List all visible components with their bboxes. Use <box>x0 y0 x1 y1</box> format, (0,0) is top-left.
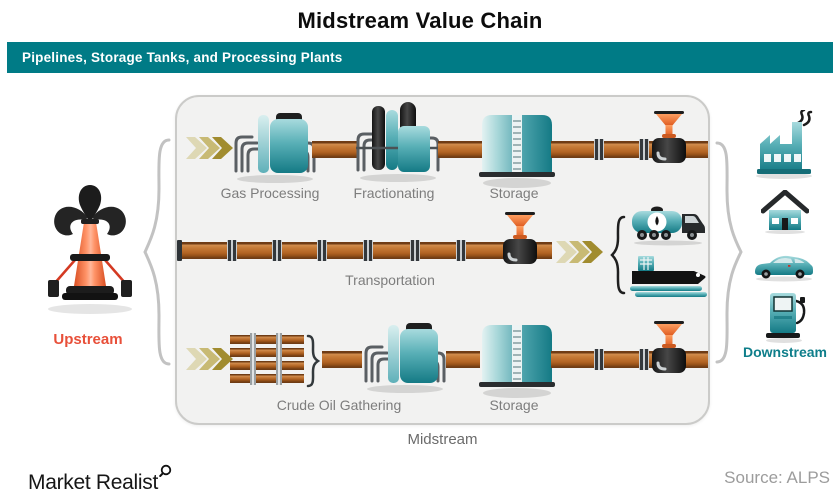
brace-right-icon <box>715 141 743 364</box>
pipe-joint <box>639 349 649 370</box>
brace-left-small-icon <box>610 215 626 295</box>
pipe-thin <box>230 372 304 385</box>
oil-gusher-icon <box>48 185 132 314</box>
upstream-label: Upstream <box>53 331 123 348</box>
banner-text: Pipelines, Storage Tanks, and Processing… <box>22 50 343 65</box>
pipe-thin <box>230 333 304 346</box>
pipe-joint <box>594 139 604 160</box>
brace-left-icon <box>143 138 171 366</box>
pipe-joint <box>363 240 373 261</box>
pipeline-valve-icon <box>503 212 537 264</box>
pipe-thin <box>230 346 304 359</box>
fractionating-label: Fractionating <box>353 185 435 201</box>
storage-tank-icon <box>479 325 555 398</box>
brand-logo: Market Realist <box>28 464 174 495</box>
pipe-joint <box>639 139 649 160</box>
pipe-thin <box>230 359 304 372</box>
processing-plant-icon <box>364 323 446 393</box>
crude-oil-gathering-label: Crude Oil Gathering <box>276 397 402 413</box>
brace-right-small-icon <box>306 334 321 388</box>
gas-processing-plant-icon <box>234 113 316 183</box>
tanker-truck-icon <box>632 206 705 246</box>
pipeline-icon <box>322 351 362 368</box>
pipeline-valve-icon <box>652 321 686 373</box>
pipeline-icon <box>438 141 482 158</box>
pipe-joint <box>410 240 420 261</box>
page-title: Midstream Value Chain <box>297 8 543 33</box>
gas-processing-label: Gas Processing <box>220 185 320 201</box>
flow-arrows-icon <box>186 137 233 159</box>
gathering-pipelines-icon <box>230 333 304 385</box>
gas-pump-icon <box>766 293 806 343</box>
pipe-joint <box>594 349 604 370</box>
pipeline-icon <box>312 141 358 158</box>
source-credit: Source: ALPS <box>724 468 830 487</box>
storage-label: Storage <box>489 397 539 413</box>
midstream-label: Midstream <box>407 431 478 448</box>
transportation-label: Transportation <box>345 272 435 288</box>
brand-text: Market Realist <box>28 471 159 494</box>
storage-tank-icon <box>479 115 555 188</box>
cargo-ship-icon <box>630 256 707 297</box>
factory-icon <box>756 110 813 179</box>
pipeline-icon <box>177 240 552 261</box>
pipe-endcap <box>177 240 182 261</box>
storage-label: Storage <box>489 185 539 201</box>
house-icon <box>761 190 809 234</box>
pipe-joint <box>456 240 466 261</box>
pipeline-valve-icon <box>652 111 686 163</box>
downstream-label: Downstream <box>742 344 828 360</box>
pipe-joint <box>272 240 282 261</box>
car-icon <box>755 255 813 282</box>
magnifier-icon <box>159 464 172 477</box>
pipeline-icon <box>446 351 480 368</box>
flow-arrows-icon <box>186 348 233 370</box>
fractionating-columns-icon <box>356 102 440 182</box>
pipe-joint <box>227 240 237 261</box>
banner-bar: Pipelines, Storage Tanks, and Processing… <box>7 42 833 73</box>
flow-arrows-icon <box>556 241 603 263</box>
pipe-joint <box>317 240 327 261</box>
midstream-box: Gas Processing Fractionating Storage <box>175 95 710 425</box>
